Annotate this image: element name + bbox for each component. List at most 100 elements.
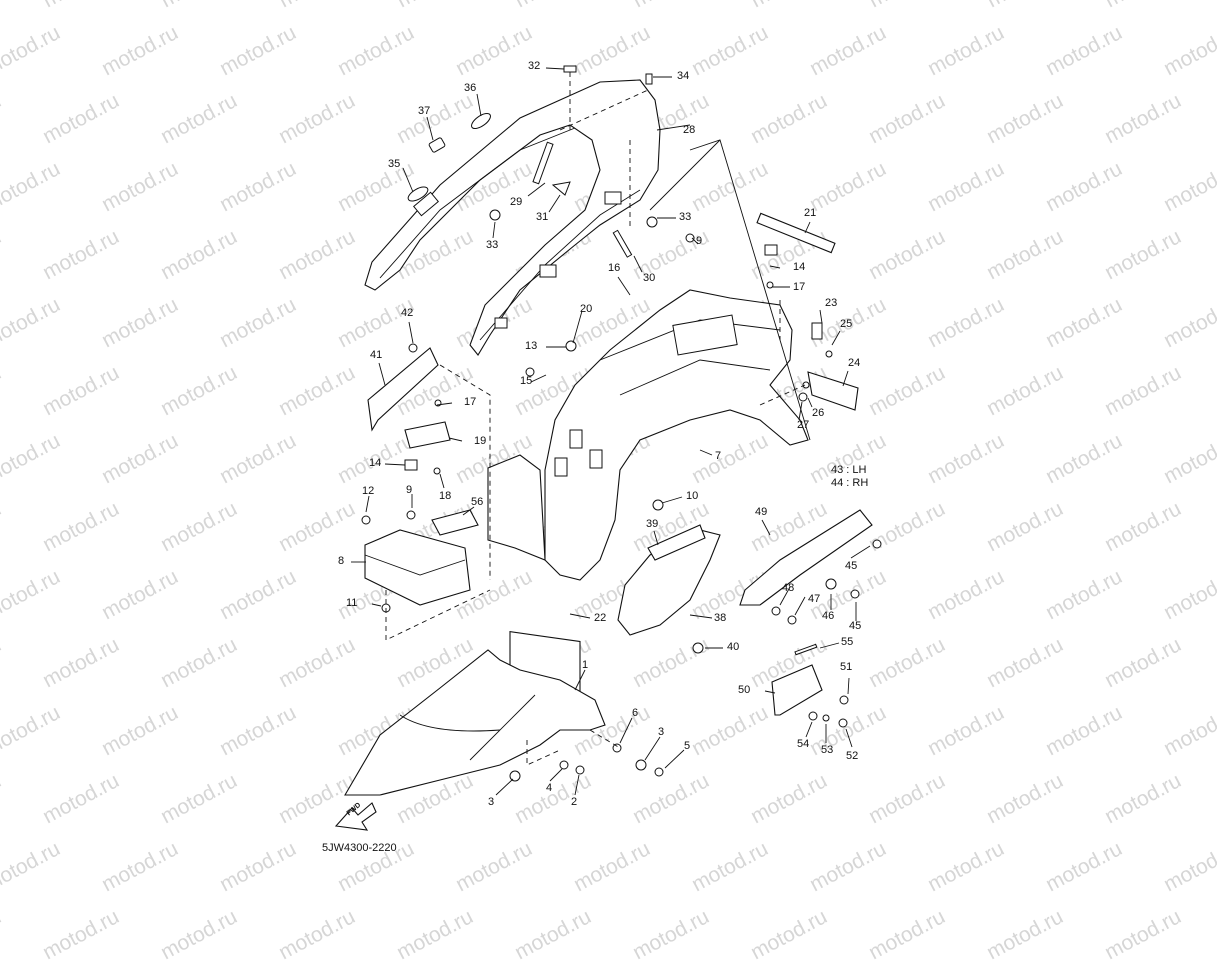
callout-41: 41 [370, 349, 383, 361]
part-35 [407, 186, 429, 202]
callout-42: 42 [401, 307, 414, 319]
callout-53: 53 [821, 744, 834, 756]
callout-3b: 3 [488, 796, 495, 808]
callout-8: 8 [338, 555, 345, 567]
bracket-part-24 [807, 371, 859, 411]
callout-45a: 45 [845, 560, 858, 572]
callout-36: 36 [464, 82, 477, 94]
callout-14a: 14 [793, 261, 806, 273]
callout-5: 5 [684, 740, 691, 752]
rear-cowl-part-28 [364, 79, 661, 356]
rear-fender-part-7 [544, 289, 809, 581]
callout-31: 31 [536, 211, 549, 223]
leader-lines [351, 67, 871, 796]
cowl-hardware [407, 65, 658, 258]
front-fender-part-1 [344, 649, 606, 796]
callout-1: 1 [582, 659, 589, 671]
callout-17b: 17 [464, 396, 477, 408]
side-cover-part-41 [367, 347, 439, 432]
watermark-text: motod.ru [629, 905, 713, 965]
part-36 [471, 112, 491, 130]
callout-21: 21 [804, 207, 817, 219]
callout-35: 35 [388, 158, 401, 170]
callout-32: 32 [528, 60, 541, 72]
part-55 [794, 643, 818, 656]
callout-23: 23 [825, 297, 838, 309]
callout-10: 10 [686, 490, 699, 502]
callout-4: 4 [546, 782, 553, 794]
watermark-text: motod.ru [157, 905, 241, 965]
part-14b [404, 459, 418, 471]
part-23 [811, 322, 823, 340]
callout-37: 37 [418, 105, 431, 117]
side-note-lh: 43 : LH [831, 464, 867, 476]
watermark-text: motod.ru [865, 905, 949, 965]
callout-39: 39 [646, 518, 659, 530]
watermark-text: motod.ru [0, 905, 5, 965]
callout-33a: 33 [486, 239, 499, 251]
callout-24: 24 [848, 357, 861, 369]
part-14a [764, 244, 778, 256]
callout-27: 27 [797, 419, 810, 431]
footrest-bracket-part-43-44 [739, 509, 873, 606]
fwd-arrow [334, 802, 377, 831]
callout-14b: 14 [369, 457, 382, 469]
watermark-text: motod.ru [1101, 905, 1185, 965]
bracket-part-19 [404, 421, 451, 449]
callout-55: 55 [841, 636, 854, 648]
fasteners [361, 233, 882, 782]
callout-11: 11 [346, 597, 358, 609]
watermark-text: motod.ru [393, 905, 477, 965]
callout-9b: 9 [406, 484, 413, 496]
callout-18: 18 [439, 490, 452, 502]
callout-50: 50 [738, 684, 751, 696]
part-29 [532, 141, 554, 185]
watermark-text: motod.ru [275, 905, 359, 965]
exploded-view-drawing [334, 65, 882, 831]
callout-45b: 45 [849, 620, 862, 632]
callout-26: 26 [812, 407, 825, 419]
callout-2: 2 [571, 796, 578, 808]
callout-6: 6 [632, 707, 639, 719]
watermark-text: motod.ru [511, 905, 595, 965]
part-33b [646, 216, 658, 228]
callout-54: 54 [797, 738, 810, 750]
part-30 [612, 229, 633, 258]
callout-20: 20 [580, 303, 593, 315]
callout-19: 19 [474, 435, 487, 447]
callout-51: 51 [840, 661, 853, 673]
callout-33b: 33 [679, 211, 692, 223]
callout-28: 28 [683, 124, 696, 136]
chain-case-part-38 [617, 524, 721, 636]
callout-48: 48 [782, 582, 795, 594]
callout-56: 56 [471, 496, 484, 508]
callout-17a: 17 [793, 281, 806, 293]
bracket-part-50 [771, 664, 823, 716]
part-34 [645, 73, 653, 85]
callout-15: 15 [520, 375, 533, 387]
part-37 [428, 137, 446, 153]
watermark-text: motod.ru [983, 905, 1067, 965]
callout-25: 25 [840, 318, 853, 330]
callout-52: 52 [846, 750, 859, 762]
callout-13: 13 [525, 340, 538, 352]
callout-46: 46 [822, 610, 835, 622]
assembly-lines [385, 139, 811, 766]
inner-tray [487, 454, 546, 561]
part-31 [551, 181, 571, 196]
callout-3a: 3 [658, 726, 665, 738]
callout-47: 47 [808, 593, 821, 605]
drawing-code: 5JW4300-2220 [322, 842, 397, 854]
callout-16: 16 [608, 262, 621, 274]
callout-34: 34 [677, 70, 690, 82]
callout-22: 22 [594, 612, 607, 624]
battery-box-part-8 [364, 529, 471, 606]
callout-49: 49 [755, 506, 768, 518]
callout-38: 38 [714, 612, 727, 624]
callout-9a: 9 [696, 235, 703, 247]
side-note-rh: 44 : RH [831, 477, 869, 489]
callout-29: 29 [510, 196, 523, 208]
callout-40: 40 [727, 641, 740, 653]
callout-30: 30 [643, 272, 656, 284]
callout-12: 12 [362, 485, 375, 497]
